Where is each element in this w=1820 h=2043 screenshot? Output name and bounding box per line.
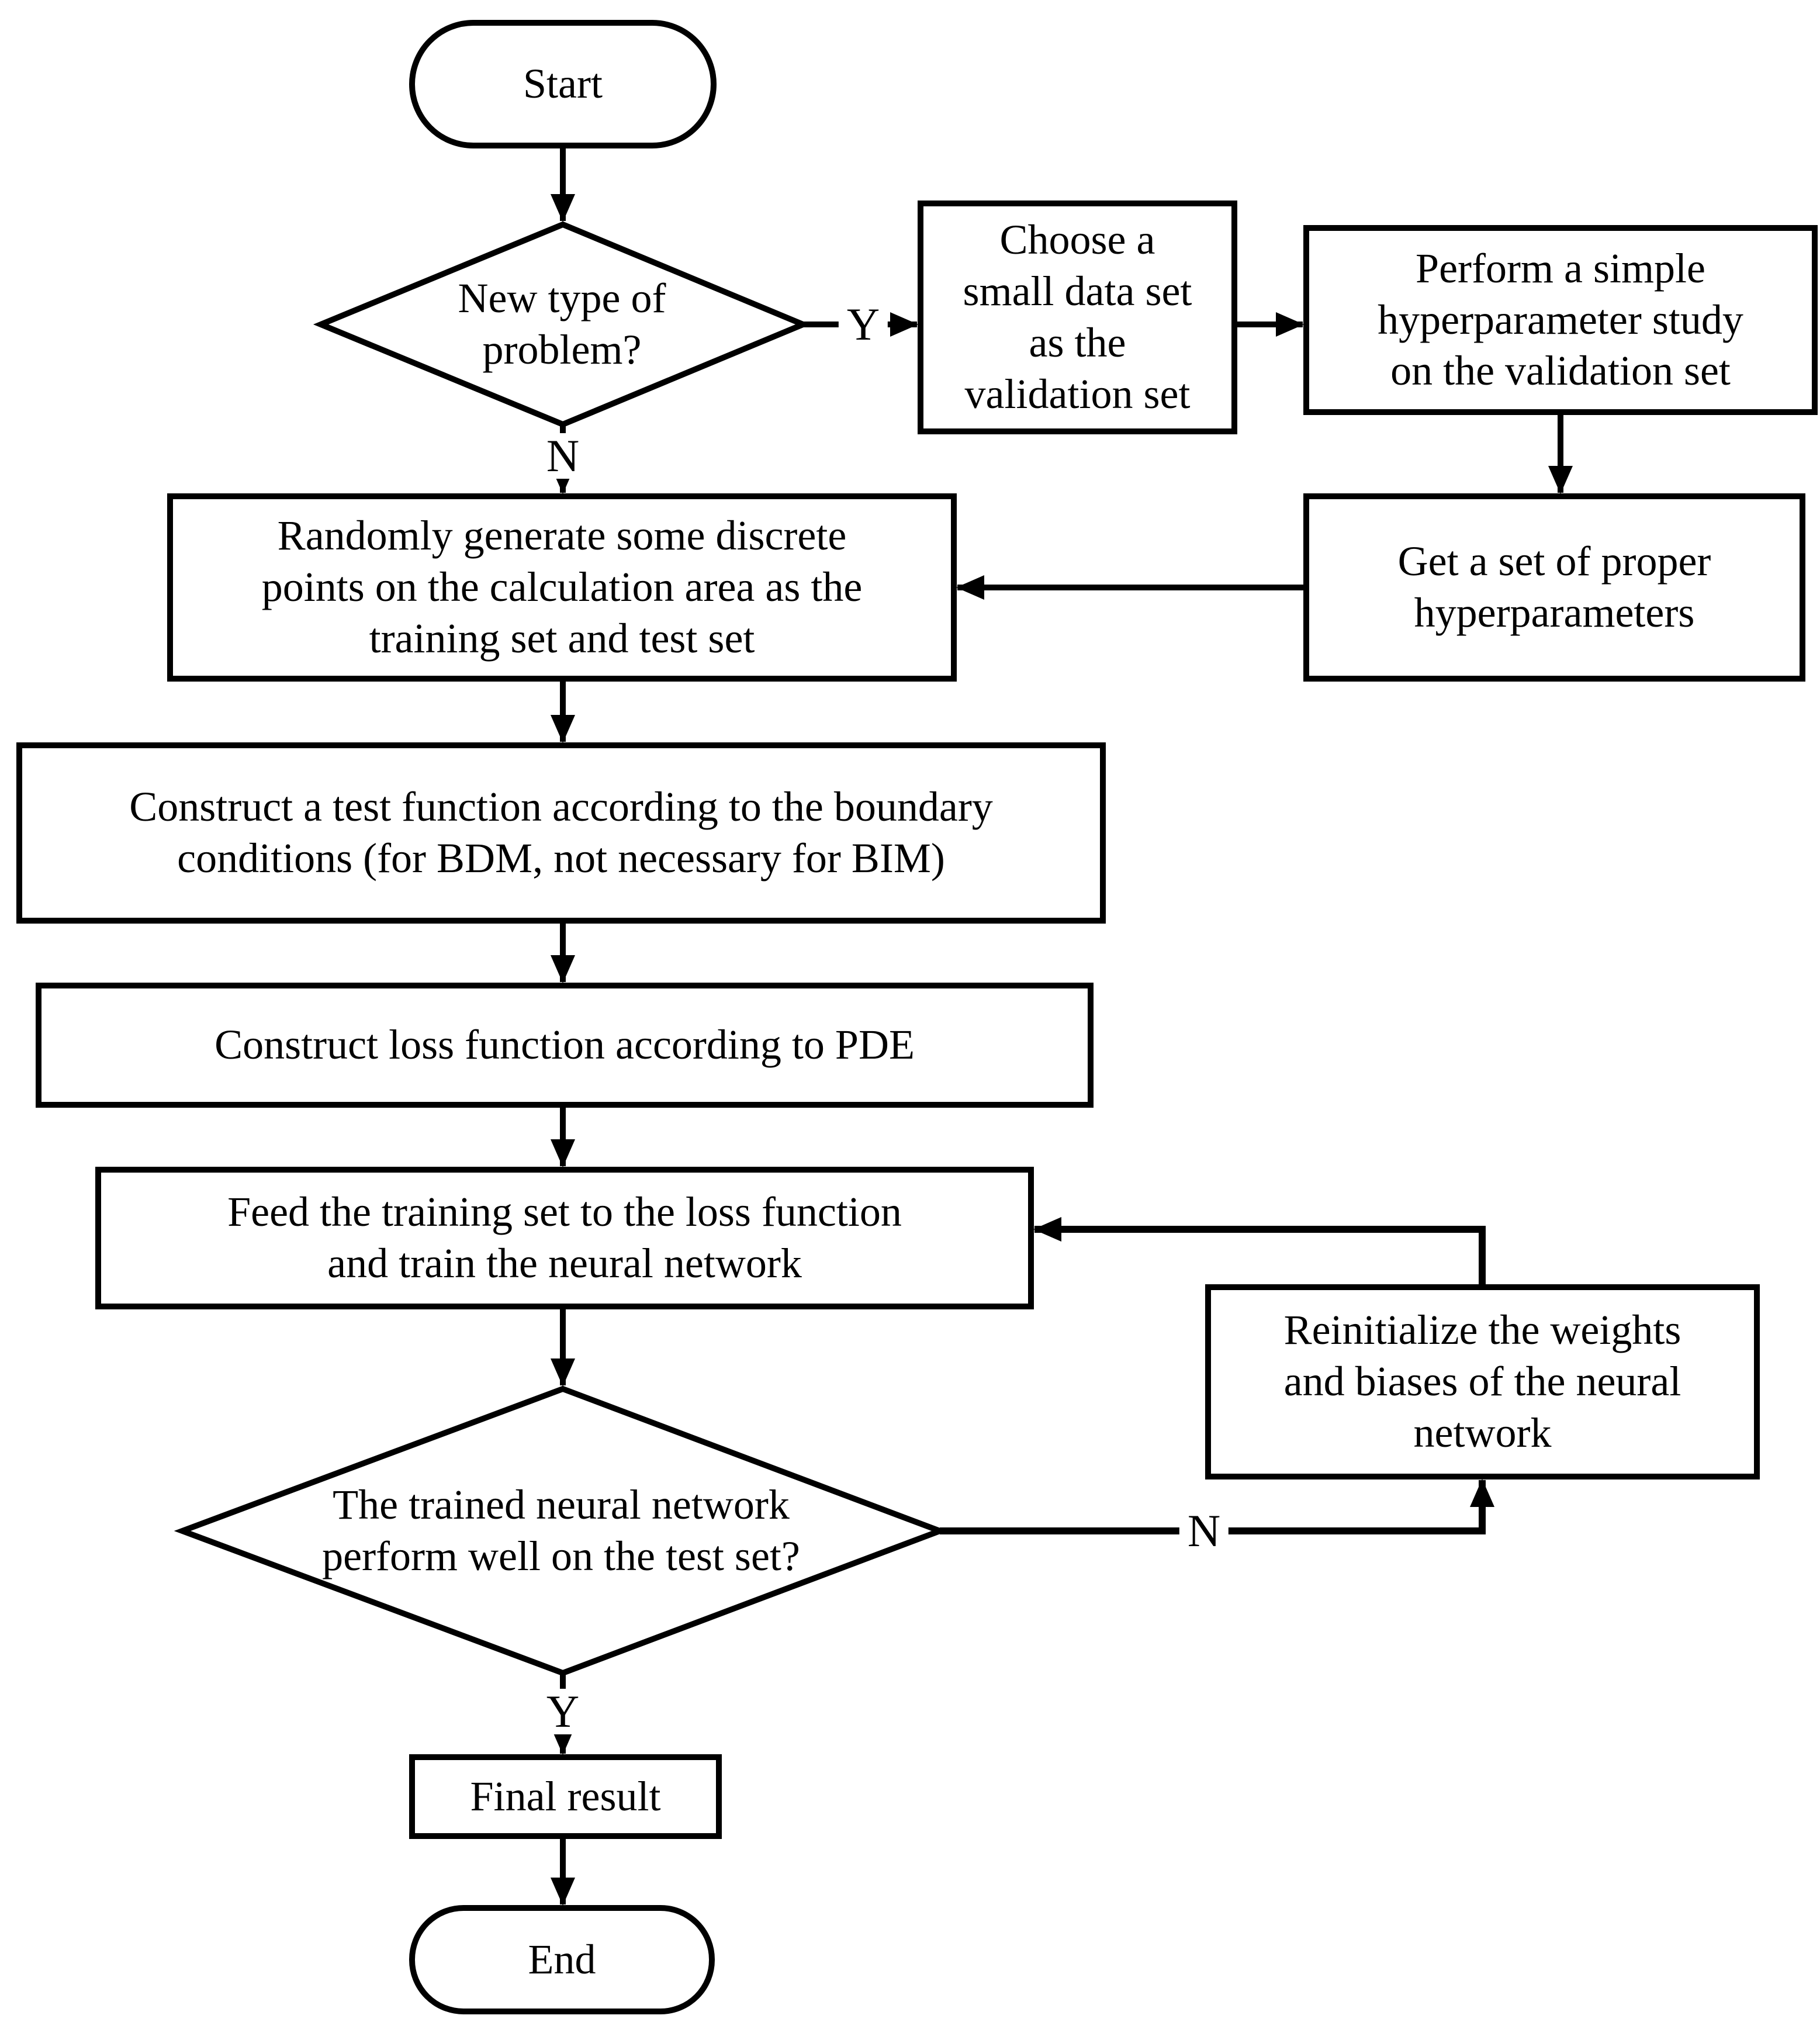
start-terminator-shape	[409, 20, 717, 148]
edge-reinitialize-to-train-network	[1033, 1217, 1486, 1287]
construct-loss-function-process-shape	[36, 983, 1094, 1108]
new-problem-decision-shape	[313, 221, 811, 428]
train-network-process-shape	[95, 1167, 1034, 1309]
generate-points-process-shape	[167, 493, 957, 682]
perform-well-decision-shape	[174, 1385, 949, 1676]
get-hyperparameters-process-shape	[1303, 493, 1805, 682]
hyperparameter-study-process-shape	[1303, 225, 1818, 415]
construct-test-function-process-shape	[16, 742, 1106, 924]
end-terminator-shape	[409, 1905, 715, 2014]
reinitialize-process-shape	[1205, 1284, 1760, 1479]
final-result-process-shape	[409, 1754, 722, 1839]
edge-perform-well-no-to-reinitialize	[940, 1479, 1494, 1534]
choose-validation-process-shape	[918, 201, 1237, 434]
